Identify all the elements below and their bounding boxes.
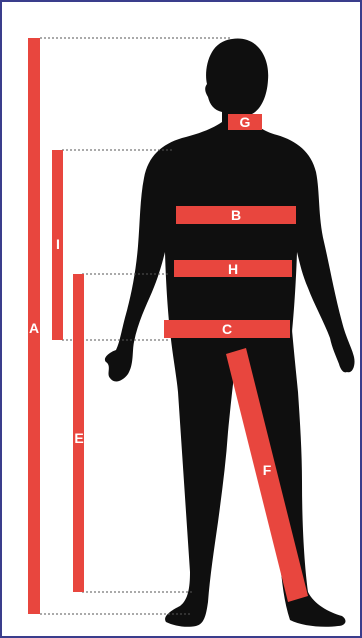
- bar-a: [28, 38, 40, 614]
- bar-g: [228, 114, 262, 130]
- bar-e: [73, 274, 84, 592]
- bar-c: [164, 320, 290, 338]
- bar-h: [174, 260, 292, 277]
- bar-i: [52, 150, 63, 340]
- bar-b: [176, 206, 296, 224]
- measurement-bars: [28, 38, 308, 614]
